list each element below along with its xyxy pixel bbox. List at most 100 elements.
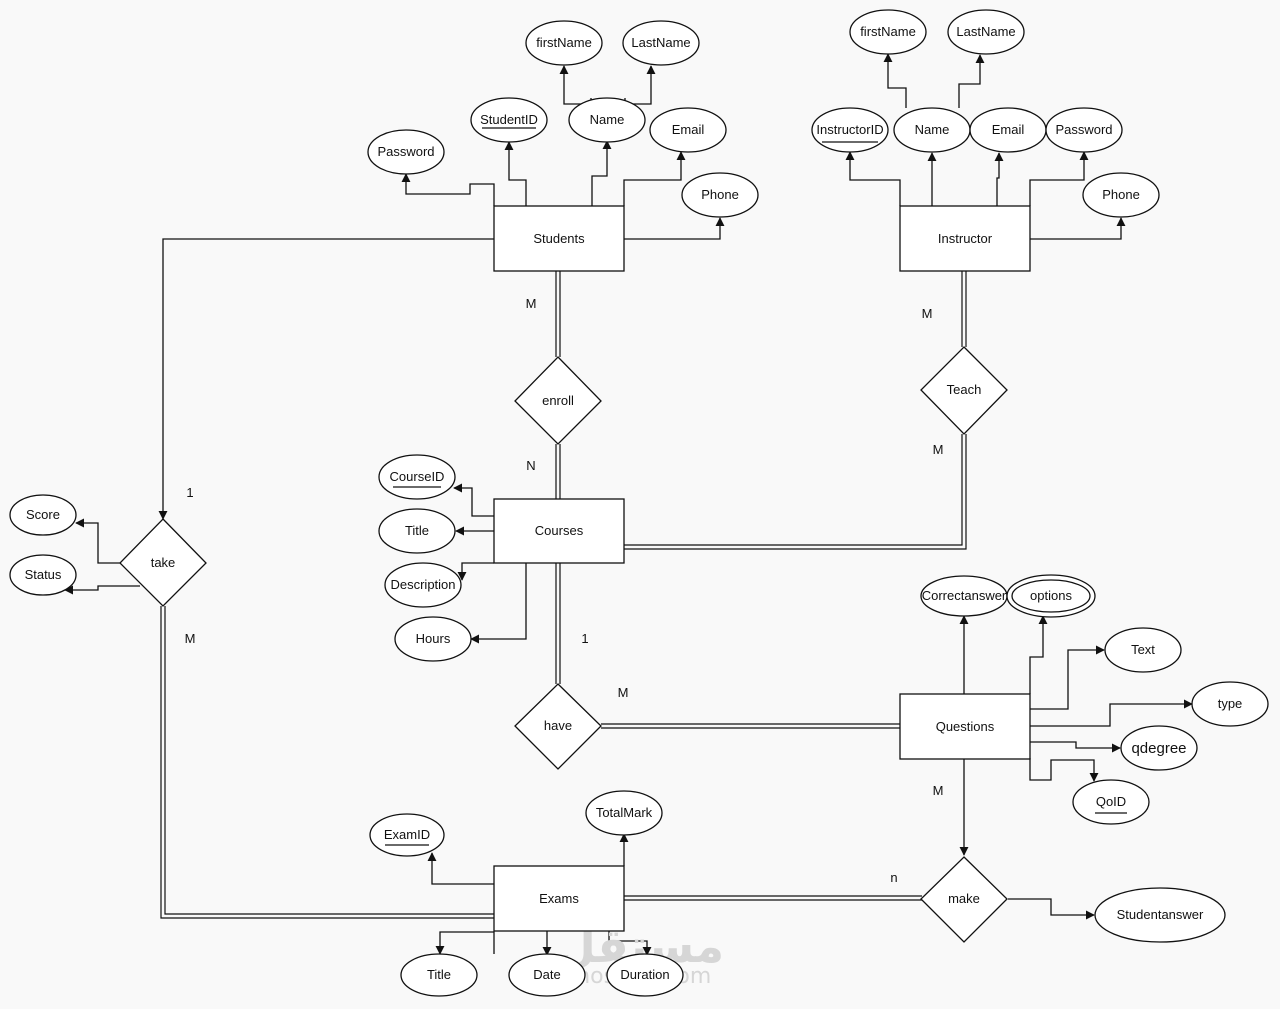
attr-student-phone[interactable]: Phone [681,172,759,218]
entity-exams[interactable]: Exams [493,865,625,932]
attr-take-status[interactable]: Status [9,554,77,596]
attr-instructor-firstname-label: firstName [860,24,916,39]
attr-course-title[interactable]: Title [378,508,456,554]
edge-courses-courseid [453,483,494,517]
attr-exam-duration[interactable]: Duration [606,953,684,997]
attr-instructor-phone[interactable]: Phone [1082,172,1160,218]
attr-question-qdegree[interactable]: qdegree [1120,725,1198,771]
relationship-teach[interactable]: Teach [920,346,1008,435]
attr-question-correctanswer-label: Correctanswer [922,588,1007,603]
attr-course-id[interactable]: CourseID [378,454,456,500]
attr-question-options[interactable]: options [1006,574,1096,618]
attr-take-score-label: Score [26,507,60,522]
attr-student-firstname[interactable]: firstName [525,20,603,66]
attr-course-id-label: CourseID [390,469,445,484]
attr-instructor-password[interactable]: Password [1045,107,1123,153]
attr-question-correctanswer[interactable]: Correctanswer [920,575,1008,617]
attr-student-phone-label: Phone [701,187,739,202]
attr-exam-totalmark[interactable]: TotalMark [585,790,663,836]
edge-students-phone [624,217,725,240]
edge-courses-description [457,562,494,581]
relationship-take-label: take [151,555,176,570]
double-edge-instructor-teach [961,271,967,347]
attr-student-email[interactable]: Email [649,107,727,153]
attr-instructor-firstname[interactable]: firstName [849,9,927,55]
attr-question-type[interactable]: type [1191,681,1269,727]
attr-instructor-name[interactable]: Name [893,107,971,153]
double-edge-courses-have [555,563,561,684]
entity-courses[interactable]: Courses [493,498,625,564]
edge-name-lastname [624,65,656,105]
cardinality-teach-courses: M [933,442,944,457]
attr-exam-id[interactable]: ExamID [369,813,445,857]
edge-exams-examid [427,852,494,885]
edge-exams-title [435,931,495,955]
cardinality-labels: M N M M 1 M 1 M M n [185,296,944,885]
edge-make-studentanswer [1008,898,1095,920]
attr-instructor-email[interactable]: Email [969,107,1047,153]
attr-question-text[interactable]: Text [1104,627,1182,673]
attr-instructor-name-label: Name [915,122,950,137]
attr-exam-title[interactable]: Title [400,953,478,997]
edge-instructor-email [994,152,1004,206]
attr-course-title-label: Title [405,523,429,538]
attr-instructor-lastname[interactable]: LastName [947,9,1025,55]
cardinality-students-take: 1 [186,485,193,500]
attr-student-email-label: Email [672,122,705,137]
cardinality-have-questions: M [618,685,629,700]
double-edge-students-enroll [555,271,561,357]
edge-students-take [158,238,494,520]
entity-questions[interactable]: Questions [899,693,1031,760]
attr-take-status-label: Status [25,567,62,582]
edge-questions-text [1030,645,1105,710]
edge-take-score [75,518,122,564]
attr-student-password[interactable]: Password [367,129,445,175]
relationship-teach-label: Teach [947,382,982,397]
attr-course-hours-label: Hours [416,631,451,646]
relationship-enroll[interactable]: enroll [514,356,602,445]
double-edge-enroll-courses [555,444,561,499]
entity-questions-label: Questions [936,719,995,734]
attr-course-hours[interactable]: Hours [394,616,472,662]
attr-take-score[interactable]: Score [9,494,77,536]
edge-instructor-phone [1030,217,1126,240]
attr-course-description[interactable]: Description [384,562,462,608]
attr-exam-date-label: Date [533,967,560,982]
edge-exams-duration [608,931,652,956]
entity-students[interactable]: Students [493,205,625,272]
edge-students-email [623,151,686,206]
attr-exam-duration-label: Duration [620,967,669,982]
attr-exam-date[interactable]: Date [508,953,586,997]
double-edge-exams-make [624,895,922,901]
edge-iname-firstname [883,53,907,108]
edge-students-studentid [504,141,527,206]
relationship-have-label: have [544,718,572,733]
relationship-make[interactable]: make [920,856,1008,943]
cardinality-take-exams: M [185,631,196,646]
edge-instructor-id [845,151,901,206]
edge-questions-options [1029,615,1048,694]
attr-student-lastname[interactable]: LastName [622,20,700,66]
edge-courses-hours [470,563,527,644]
attr-instructor-phone-label: Phone [1102,187,1140,202]
attr-question-id[interactable]: QoID [1072,779,1150,825]
attr-instructor-lastname-label: LastName [956,24,1015,39]
attr-student-firstname-label: firstName [536,35,592,50]
attr-student-id[interactable]: StudentID [470,97,548,143]
double-edge-teach-courses [624,434,967,550]
attr-instructor-id[interactable]: InstructorID [811,107,889,153]
attr-course-description-label: Description [390,577,455,592]
relationship-take[interactable]: take [119,518,207,607]
attr-student-name[interactable]: Name [568,97,646,143]
entity-instructor[interactable]: Instructor [899,205,1031,272]
entity-exams-label: Exams [539,891,579,906]
cardinality-instructor-teach: M [922,306,933,321]
attr-exam-totalmark-label: TotalMark [596,805,653,820]
cardinality-questions-make: M [933,783,944,798]
edge-instructor-password [1029,151,1089,206]
attr-make-studentanswer[interactable]: Studentanswer [1094,887,1226,943]
attr-question-text-label: Text [1131,642,1155,657]
relationship-have[interactable]: have [514,683,602,770]
attr-student-name-label: Name [590,112,625,127]
